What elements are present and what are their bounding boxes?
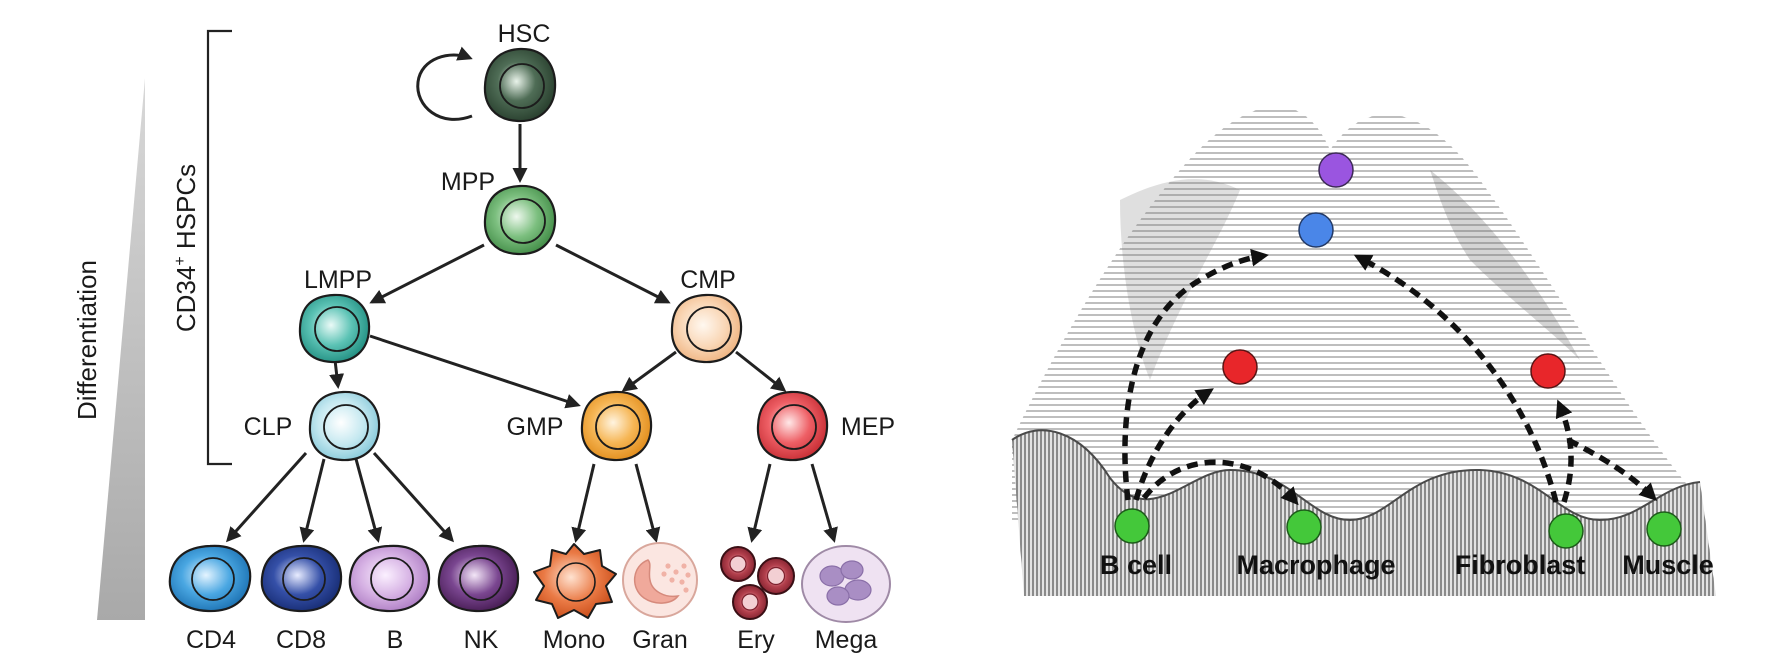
macrophage-label: Macrophage: [1236, 550, 1395, 580]
gran-label: Gran: [632, 626, 688, 654]
clp-cell: [308, 390, 381, 462]
landscape-panel: B cell Macrophage Fibroblast Muscle: [1011, 106, 1716, 596]
lmpp-cell: [298, 293, 371, 364]
mep-cell: [756, 390, 829, 462]
hspc-label-superscript: +: [172, 256, 189, 265]
mep-label: MEP: [841, 413, 895, 441]
landscape-shadow-right: [1430, 170, 1580, 360]
mega-label: Mega: [815, 626, 878, 654]
mpp-cell: [483, 184, 557, 256]
gmp-label: GMP: [507, 413, 564, 441]
intermediate-ball-right: [1530, 353, 1566, 389]
cd8-label: CD8: [276, 626, 326, 654]
trajectory-bcell-to-intermediate: [1133, 388, 1214, 501]
cmp-label: CMP: [680, 266, 736, 294]
cmp-cell: [670, 293, 743, 364]
fibroblast-label: Fibroblast: [1455, 550, 1586, 580]
arrow-cmp-gmp: [621, 350, 677, 392]
ery-cells: [720, 546, 795, 620]
arrow-lmpp-gmp: [369, 334, 581, 409]
trajectory-fibroblast-to-upper: [1353, 254, 1559, 503]
hspc-label-main: CD34: [171, 266, 201, 332]
arrow-clp-nk: [372, 451, 455, 543]
self-renewal-arrow: [416, 46, 473, 121]
hierarchy-panel: Differentiation CD34+ HSPCs HSC: [72, 20, 895, 654]
hspc-bracket: [206, 29, 232, 466]
ery-label: Ery: [737, 626, 775, 654]
top-state-ball: [1318, 152, 1354, 188]
nk-cell: [437, 544, 520, 613]
landscape-shadow: [1120, 179, 1240, 380]
mono-cell: [533, 543, 617, 619]
muscle-ball: [1646, 511, 1682, 547]
nk-label: NK: [464, 626, 499, 654]
cd8-cell: [260, 544, 343, 613]
arrow-clp-cd4: [225, 451, 308, 543]
clp-label: CLP: [244, 413, 293, 441]
b-cell: [348, 544, 431, 613]
lmpp-label: LMPP: [304, 266, 372, 294]
landscape-mountain: [1012, 106, 1700, 520]
arrow-mep-mega: [810, 463, 838, 543]
mono-label: Mono: [543, 626, 606, 654]
differentiation-label: Differentiation: [72, 260, 102, 420]
b-label: B: [387, 626, 404, 654]
fibroblast-ball: [1548, 513, 1584, 549]
differentiation-gradient-triangle: [97, 78, 145, 620]
arrow-gmp-mono: [571, 463, 596, 543]
arrow-clp-b: [354, 458, 383, 543]
intermediate-ball-left: [1222, 349, 1258, 385]
mega-cell: [801, 545, 891, 623]
muscle-label: Muscle: [1622, 550, 1714, 580]
cd4-cell: [168, 544, 252, 613]
trajectory-fibroblast-to-muscle: [1566, 437, 1657, 501]
arrow-gmp-gran: [634, 463, 661, 543]
landscape-valley-ridgeline: [1011, 429, 1701, 522]
arrow-cmp-mep: [735, 350, 787, 392]
mpp-label: MPP: [441, 168, 495, 196]
hsc-label: HSC: [498, 20, 551, 48]
arrow-clp-cd8: [299, 458, 326, 543]
landscape-valleys: [1012, 430, 1716, 596]
gmp-cell: [580, 390, 653, 462]
upper-state-ball: [1298, 212, 1334, 248]
bcell-ball: [1114, 508, 1150, 544]
arrow-mep-ery: [747, 463, 772, 543]
gran-cell: [622, 542, 698, 618]
trajectory-bcell-to-macrophage: [1141, 459, 1299, 506]
hspc-bracket-label: CD34+ HSPCs: [171, 164, 201, 332]
arrow-lmpp-clp: [329, 359, 345, 389]
cd4-label: CD4: [186, 626, 236, 654]
trajectory-fibroblast-to-intermediate: [1555, 399, 1574, 503]
trajectory-bcell-to-upper: [1122, 249, 1269, 501]
bcell-label: B cell: [1100, 550, 1172, 580]
hsc-cell: [483, 47, 557, 123]
arrow-mpp-cmp: [555, 243, 671, 304]
hspc-label-rest: HSPCs: [171, 164, 201, 256]
macrophage-ball: [1286, 509, 1322, 545]
arrow-mpp-lmpp: [369, 243, 485, 304]
